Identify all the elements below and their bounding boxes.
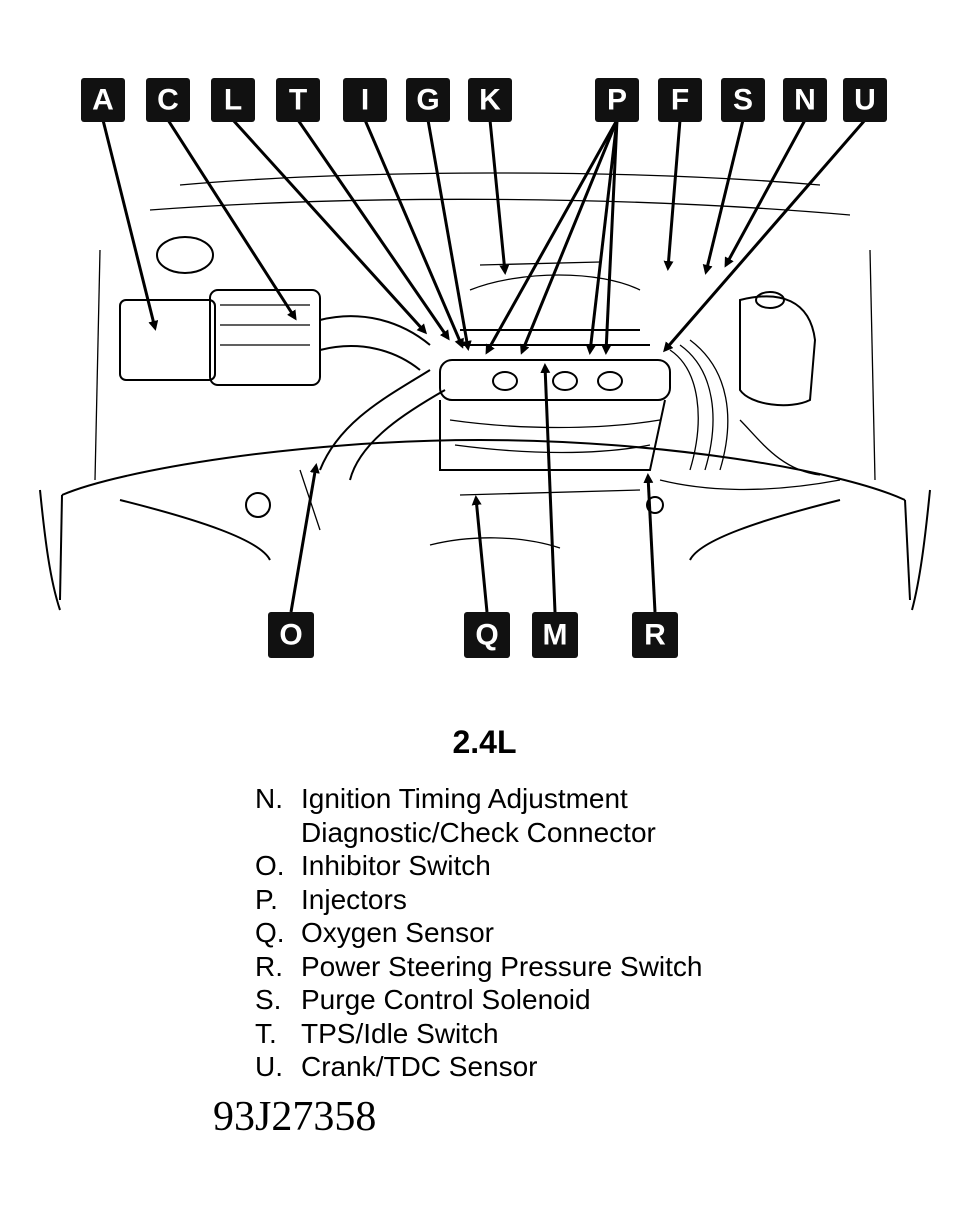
callout-S: S xyxy=(721,78,765,122)
callout-A-text: A xyxy=(92,84,114,117)
callout-F-text: F xyxy=(671,84,689,117)
callout-R: R xyxy=(632,612,678,658)
legend-key: U. xyxy=(255,1051,283,1082)
legend-item-o: O. Inhibitor Switch xyxy=(255,849,703,883)
callout-U-text: U xyxy=(854,84,876,117)
engine-sketch xyxy=(39,172,931,611)
callout-C-text: C xyxy=(157,84,179,117)
legend-key: Q. xyxy=(255,917,285,948)
callout-M-text: M xyxy=(543,619,568,652)
callout-K: K xyxy=(468,78,512,122)
callout-N: N xyxy=(783,78,827,122)
callout-M: M xyxy=(532,612,578,658)
legend-key: S. xyxy=(255,984,282,1015)
legend-text: Inhibitor Switch xyxy=(301,850,491,881)
legend-item-t: T. TPS/Idle Switch xyxy=(255,1017,703,1051)
callout-N-text: N xyxy=(794,84,816,117)
callout-O: O xyxy=(268,612,314,658)
legend-item-r: R. Power Steering Pressure Switch xyxy=(255,950,703,984)
legend-text: Injectors xyxy=(301,883,407,915)
callout-C: C xyxy=(146,78,190,122)
callout-G: G xyxy=(406,78,450,122)
legend-text: Purge Control Solenoid xyxy=(301,984,591,1015)
legend-item-p: P. Injectors xyxy=(255,883,703,917)
engine-title: 2.4L xyxy=(452,724,517,760)
callout-F: F xyxy=(658,78,702,122)
legend-item-q: Q. Oxygen Sensor xyxy=(255,916,703,950)
legend: N. Ignition Timing Adjustment Diagnostic/… xyxy=(255,782,703,1084)
callout-P: P xyxy=(595,78,639,122)
legend-key: T. xyxy=(255,1017,277,1049)
callout-R-text: R xyxy=(644,619,666,652)
legend-item-n: N. Ignition Timing Adjustment Diagnostic/… xyxy=(255,782,703,849)
callout-T-text: T xyxy=(289,84,307,117)
callout-Q-text: Q xyxy=(475,619,498,652)
callout-I: I xyxy=(343,78,387,122)
legend-text: TPS/Idle Switch xyxy=(301,1017,499,1049)
callout-Q: Q xyxy=(464,612,510,658)
leader-lines xyxy=(101,118,867,613)
legend-item-u: U. Crank/TDC Sensor xyxy=(255,1050,703,1084)
legend-key: R. xyxy=(255,950,283,982)
legend-text: Crank/TDC Sensor xyxy=(301,1051,538,1082)
callout-T: T xyxy=(276,78,320,122)
legend-text: Ignition Timing Adjustment Diagnostic/Ch… xyxy=(301,783,656,848)
legend-item-s: S. Purge Control Solenoid xyxy=(255,983,703,1017)
callout-O-text: O xyxy=(279,619,302,652)
callout-I-text: I xyxy=(361,84,369,117)
callout-G-text: G xyxy=(416,84,439,117)
callout-U: U xyxy=(843,78,887,122)
callout-K-text: K xyxy=(479,84,501,117)
legend-key: N. xyxy=(255,783,283,814)
callout-S-text: S xyxy=(733,84,753,117)
legend-key: O. xyxy=(255,850,285,881)
callout-L: L xyxy=(211,78,255,122)
callout-A: A xyxy=(81,78,125,122)
callout-L-text: L xyxy=(224,84,242,117)
figure-code: 93J27358 xyxy=(213,1094,377,1140)
callout-P-text: P xyxy=(607,84,627,117)
legend-text: Oxygen Sensor xyxy=(301,917,494,948)
legend-text: Power Steering Pressure Switch xyxy=(301,950,703,982)
engine-compartment-diagram: A C L T I G K P F S N U O Q M R xyxy=(39,78,931,658)
legend-key: P. xyxy=(255,883,278,915)
